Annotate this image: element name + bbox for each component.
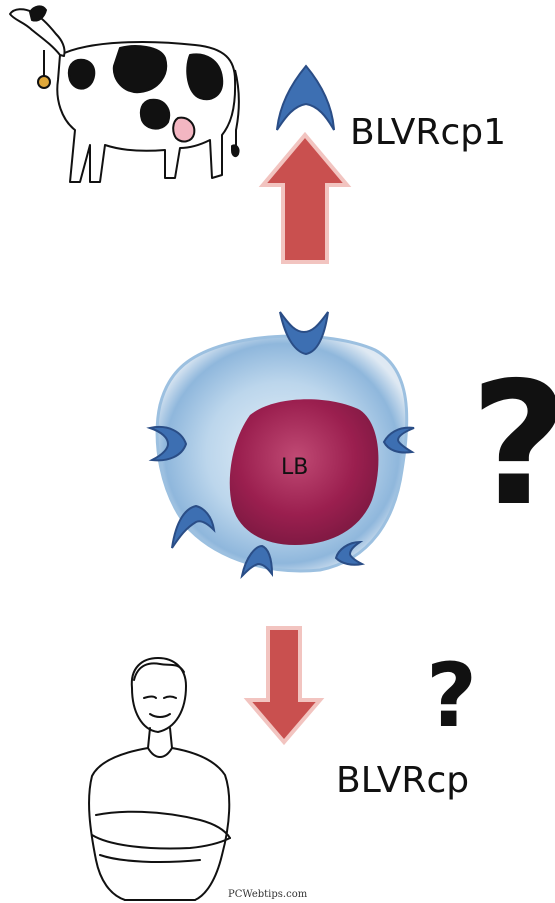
cell-label: LB xyxy=(281,455,308,480)
watermark: PCWebtips.com xyxy=(228,889,307,900)
question-mark-small: ? xyxy=(426,652,477,740)
question-mark-large: ? xyxy=(470,360,555,530)
receptor-top-label: BLVRcp1 xyxy=(350,112,506,153)
receptor-top-shape xyxy=(277,66,334,130)
man-crossed-arms-icon xyxy=(89,658,230,900)
cow-icon xyxy=(10,6,239,182)
up-arrow xyxy=(263,135,347,262)
receptor-bottom-label: BLVRcp xyxy=(336,760,469,801)
down-arrow xyxy=(248,628,320,742)
